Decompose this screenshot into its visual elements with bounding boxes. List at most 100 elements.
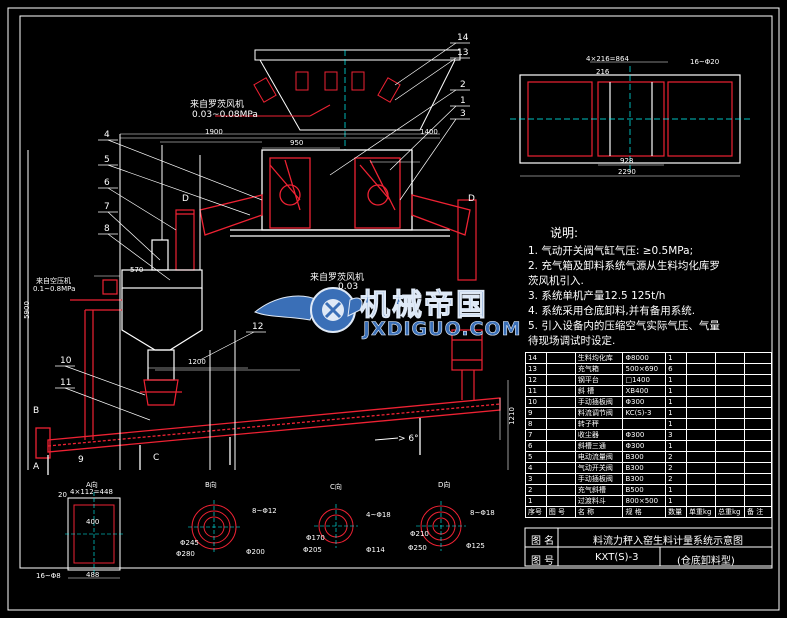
bom-cell <box>714 451 746 463</box>
bom-cell <box>545 418 576 430</box>
notes-block: 说明: 1. 气动开关阀气缸气压: ≥0.5MPa; 2. 充气箱及卸料系统气源… <box>528 226 778 349</box>
bom-cell: 12 <box>525 374 547 386</box>
plan-view <box>510 61 750 177</box>
bom-cell <box>545 451 576 463</box>
bom-cell: 图 号 <box>545 506 576 518</box>
dim-1400: 1400 <box>420 128 438 136</box>
bom-cell <box>545 429 576 441</box>
bom-cell <box>714 462 746 474</box>
bom-cell: B300 <box>622 451 667 463</box>
air-pressure-left: 0.1~0.8MPa <box>33 285 76 293</box>
bom-cell <box>744 473 772 485</box>
section-a-488: 488 <box>86 571 100 579</box>
bom-cell: 4 <box>525 462 547 474</box>
section-a-holes2: 16~Φ8 <box>36 572 61 580</box>
dim-950: 950 <box>290 139 304 147</box>
bom-cell: Φ8000 <box>622 352 667 364</box>
balloon-6: 6 <box>104 178 110 188</box>
bom-cell <box>545 462 576 474</box>
section-a-holes: 4×112=448 <box>70 488 113 496</box>
balloon-12: 12 <box>252 322 264 332</box>
bom-cell: 2 <box>665 451 687 463</box>
bom-cell <box>545 495 576 507</box>
dimension-lines <box>27 137 501 470</box>
bom-cell: 1 <box>665 484 687 496</box>
bom-cell: 14 <box>525 352 547 364</box>
bom-cell: □1400 <box>622 374 667 386</box>
bom-cell <box>685 495 716 507</box>
section-b-bolts: 8~Φ12 <box>252 507 277 515</box>
bom-cell: 1 <box>665 495 687 507</box>
air-slide <box>35 397 501 475</box>
bom-cell: 2 <box>665 473 687 485</box>
title-block-lines <box>524 527 773 567</box>
bom-cell <box>744 418 772 430</box>
bom-cell: XB400 <box>622 385 667 397</box>
bom-cell <box>685 374 716 386</box>
bom-cell: 3 <box>525 473 547 485</box>
bom-cell: Φ300 <box>622 396 667 408</box>
dim-1900: 1900 <box>205 128 223 136</box>
inner-frame <box>19 15 773 569</box>
bom-cell <box>685 451 716 463</box>
bom-cell: 名 称 <box>574 506 624 518</box>
marker-d-left: D <box>182 194 189 204</box>
bom-cell: 10 <box>525 396 547 408</box>
watermark-en: JXDIGUO.COM <box>363 318 522 341</box>
dim-570: 570 <box>130 266 144 274</box>
bom-cell: 手动插板阀 <box>574 396 624 408</box>
bom-cell: 转子秤 <box>574 418 624 430</box>
air-source-top: 来自罗茨风机 <box>190 100 245 110</box>
balloon-11: 11 <box>60 378 72 388</box>
bom-cell: 序号 <box>525 506 547 518</box>
air-pressure-top: 0.03~0.08MPa <box>192 110 258 120</box>
balloon-7: 7 <box>104 202 110 212</box>
bom-cell <box>714 484 746 496</box>
air-pressure-mid: 0.03 <box>338 282 359 292</box>
bom-cell: 手动插板阀 <box>574 473 624 485</box>
bom-cell: 1 <box>665 385 687 397</box>
marker-a: A <box>33 462 40 472</box>
bom-cell <box>744 385 772 397</box>
bom-cell <box>744 484 772 496</box>
bom-cell <box>744 352 772 364</box>
section-a-400: 400 <box>86 518 100 526</box>
bom-cell: 过渡料斗 <box>574 495 624 507</box>
bom-cell: 气动开关阀 <box>574 462 624 474</box>
bom-cell: 8 <box>525 418 547 430</box>
outer-frame <box>7 7 780 611</box>
marker-c: C <box>153 453 160 463</box>
bom-cell <box>545 363 576 375</box>
note-line: 5. 引入设备内的压缩空气实际气压、气量 <box>528 320 720 332</box>
section-b-title: B向 <box>205 481 217 489</box>
bom-cell <box>714 407 746 419</box>
bom-cell <box>744 440 772 452</box>
right-chute <box>451 199 483 400</box>
bom-cell: 备 注 <box>744 506 772 518</box>
air-source-left: 来自空压机 <box>36 277 71 285</box>
silo-top <box>215 49 461 150</box>
bom-cell: 3 <box>665 429 687 441</box>
balloon-1: 1 <box>460 96 466 106</box>
bom-cell <box>714 495 746 507</box>
bom-cell: B300 <box>622 473 667 485</box>
note-line: 4. 系统采用仓底卸料,并有备用系统. <box>528 305 696 317</box>
bom-cell: 充气斜槽 <box>574 484 624 496</box>
balloon-14: 14 <box>457 33 469 43</box>
section-c <box>314 504 358 548</box>
bom-cell <box>685 440 716 452</box>
bom-cell <box>714 352 746 364</box>
section-d <box>416 501 466 551</box>
dim-2290: 2290 <box>618 168 636 176</box>
bom-cell <box>545 407 576 419</box>
bom-cell: 数量 <box>665 506 687 518</box>
bom-cell <box>685 396 716 408</box>
title-label-name: 图 名 <box>531 536 555 547</box>
marker-d-right: D <box>468 194 475 204</box>
note-line: 待现场调试时设定. <box>528 335 616 347</box>
